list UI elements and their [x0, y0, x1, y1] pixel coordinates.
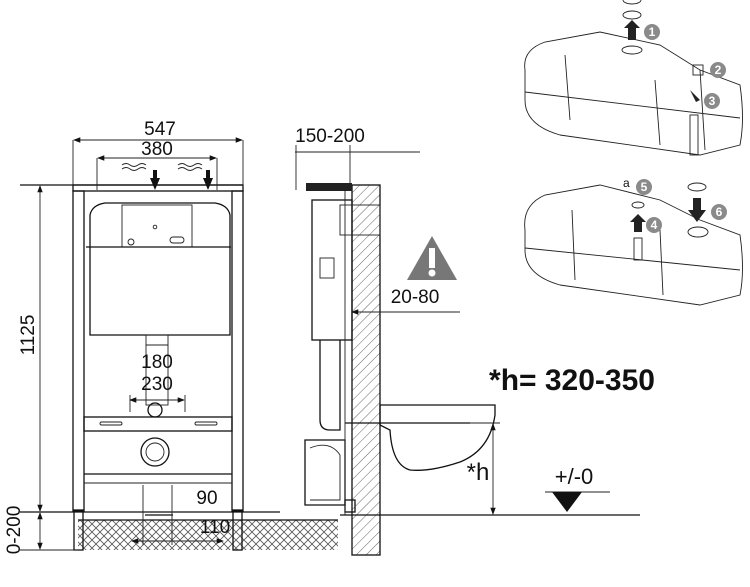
- mounting-plate: [83, 416, 233, 432]
- step-illustration-bottom: a: [524, 176, 743, 306]
- step-1-label: 1: [649, 25, 656, 39]
- ground-hatch: [78, 520, 338, 550]
- dim-20-80: 20-80: [391, 287, 440, 308]
- left-post: [72, 190, 85, 512]
- top-rail: [72, 184, 244, 192]
- side-view: [304, 183, 640, 556]
- right-post: [231, 190, 244, 512]
- frame-top: [306, 183, 352, 191]
- step-6-label: 6: [716, 205, 723, 219]
- seat-height-label: *h= 320-350: [489, 364, 655, 397]
- dim-150-200: 150-200: [295, 126, 365, 147]
- floor-level-label: +/-0: [555, 464, 594, 489]
- side-drain: [304, 439, 346, 506]
- dim-547: 547: [144, 119, 176, 140]
- wall: [351, 184, 381, 556]
- step-markers: 1 2 3 4 5 6: [636, 24, 727, 233]
- dim-230: 230: [141, 374, 173, 395]
- dim-90: 90: [196, 488, 217, 509]
- step-5-marker: [636, 179, 652, 195]
- step-5-label: 5: [641, 180, 648, 194]
- front-dimensions: 547 380 1125 0-200 180 230 90 110: [4, 119, 244, 555]
- front-view: [20, 163, 338, 551]
- left-leg: [73, 509, 84, 551]
- dim-110: 110: [200, 517, 230, 538]
- dim-380: 380: [141, 139, 173, 160]
- step-3-marker: [704, 93, 720, 109]
- part-label-a: a: [623, 176, 630, 190]
- step-3-label: 3: [709, 94, 716, 108]
- step-2-marker: [710, 62, 726, 78]
- dim-180: 180: [141, 352, 173, 373]
- floor-level-marker: [552, 492, 582, 512]
- cistern-tank: [89, 202, 231, 336]
- step-1-marker: [644, 24, 660, 40]
- side-pipe: [319, 340, 341, 431]
- right-leg: [232, 509, 243, 551]
- dim-1125: 1125: [18, 315, 39, 356]
- warning-icon: [407, 236, 457, 280]
- step-4-label: 4: [651, 218, 658, 232]
- toilet-bowl: [379, 404, 496, 471]
- side-tank: [311, 199, 353, 341]
- h-label: *h: [467, 459, 490, 486]
- dim-0-200: 0-200: [4, 506, 25, 555]
- side-dimensions: 150-200 20-80 *h= 320-350 *h +/-0: [295, 126, 655, 515]
- step-6-marker: [711, 204, 727, 220]
- step-2-label: 2: [715, 63, 722, 77]
- flush-outlet: [140, 437, 170, 467]
- step-4-marker: [646, 217, 662, 233]
- step-illustration-top: [524, 0, 743, 156]
